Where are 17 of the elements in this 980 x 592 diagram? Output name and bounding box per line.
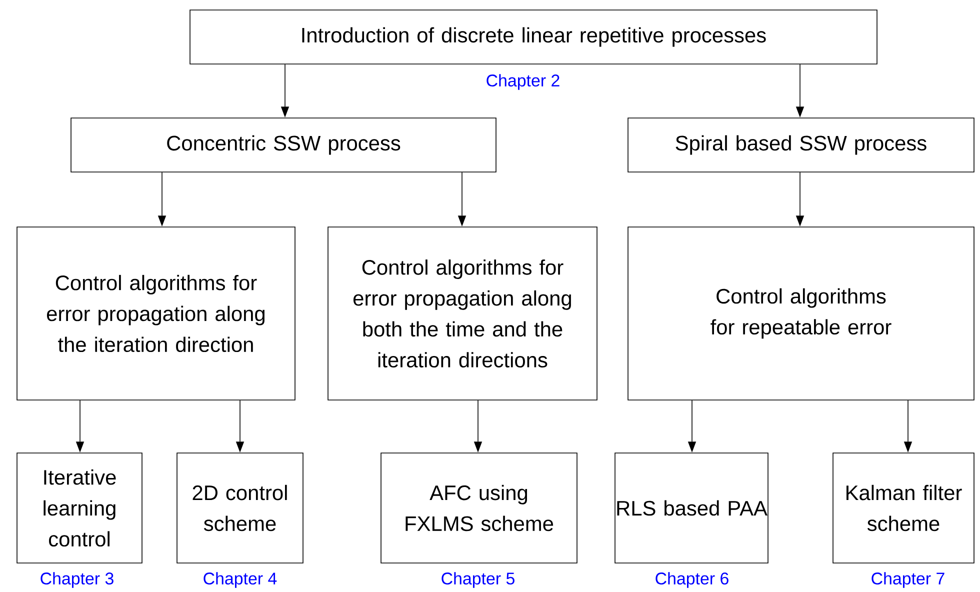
process-box: Control algorithms for error propagation along the iteration direction bbox=[16, 226, 296, 400]
chapter-label: Chapter 6 bbox=[656, 572, 728, 588]
chapter-label: Chapter 5 bbox=[442, 572, 514, 588]
chapter-label: Chapter 3 bbox=[40, 572, 114, 588]
process-box: Iterative learning control bbox=[16, 452, 142, 564]
process-box: 2D control scheme bbox=[176, 452, 304, 564]
process-box: Control algorithms for repeatable error bbox=[628, 226, 974, 400]
process-box: Concentric SSW process bbox=[70, 118, 496, 172]
process-box: Control algorithms for error propagation along both the time and the iteration directions bbox=[328, 226, 598, 400]
process-box: Spiral based SSW process bbox=[628, 118, 974, 172]
chapter-label: Chapter 4 bbox=[204, 572, 277, 588]
process-box: Introduction of discrete linear repetitive processes bbox=[190, 10, 878, 64]
process-box: RLS based PAA bbox=[614, 452, 768, 564]
process-box: Kalman filter scheme bbox=[832, 452, 974, 564]
process-box: AFC using FXLMS scheme bbox=[380, 452, 578, 564]
chapter-label: Chapter 7 bbox=[872, 572, 944, 588]
chapter-label: Chapter 2 bbox=[486, 74, 560, 90]
